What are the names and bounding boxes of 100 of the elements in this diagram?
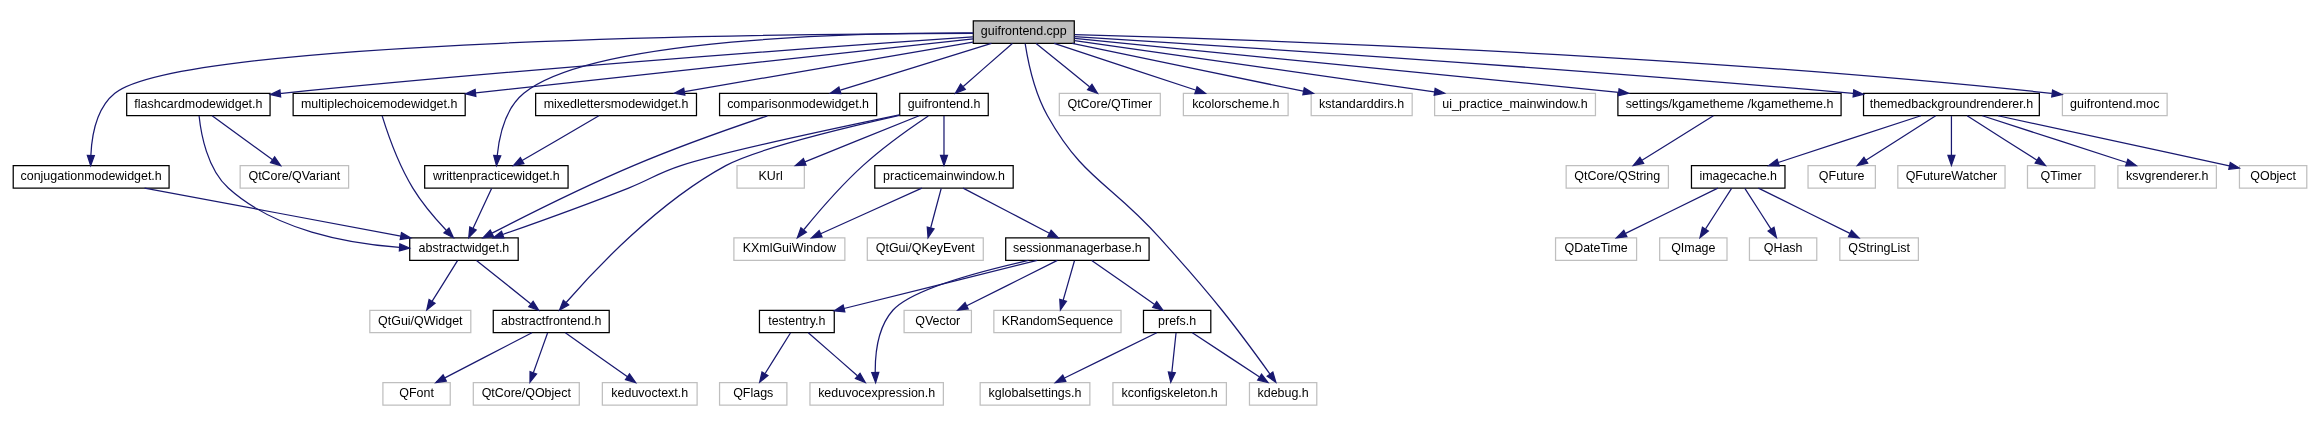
arrow [143,186,413,240]
arrow [475,259,541,311]
arrow [1757,186,1861,239]
arrow [529,331,549,384]
arrow [1997,114,2242,170]
arrow [467,187,493,239]
arrow [511,114,600,167]
arrow [481,114,769,239]
arrow [939,114,949,167]
arrow [1631,114,1715,167]
node-box: kglobalsettings.h [979,381,1091,406]
node-box: QtCore/QString [1565,164,1670,189]
arrow [1698,187,1733,239]
node-box: abstractwidget.h [409,236,519,261]
node-box: ksvgrenderer.h [2117,164,2217,189]
arrow [1053,331,1158,383]
node-box: QFont [382,381,451,406]
node-box: QtGui/QWidget [369,309,472,333]
node-box: abstractfrontend.h [492,309,610,333]
node-box: QtCore/QVariant [239,164,350,189]
arrow [491,113,900,238]
arrow [1074,33,2064,98]
arrow [672,41,974,96]
node-box: guifrontend.moc [2061,92,2168,116]
arrow [381,114,455,239]
arrow [1059,259,1076,312]
arrow [1073,35,1866,98]
node-box: mixedlettersmodewidget.h [535,92,698,116]
arrow [828,42,993,94]
arrow [1191,331,1270,384]
node-box: QTimer [2026,164,2096,189]
node-box: kstandarddirs.h [1310,92,1413,116]
node-box: QStringList [1839,236,1919,261]
arrow [558,114,901,312]
node-box: prefs.h [1142,309,1212,333]
arrow [870,259,1029,384]
arrow [492,31,974,167]
arrow [832,259,1038,313]
arrow [86,32,974,167]
node-box: comparisonmodewidget.h [718,92,878,116]
arrow [1744,187,1778,239]
arrow [807,331,867,384]
node-box: QtCore/QObject [472,381,580,406]
arrow [1966,114,2048,167]
arrow [1035,42,1099,94]
node-box: guifrontend.h [899,92,989,116]
arrow [434,331,533,383]
arrow [953,42,1013,95]
node-box: writtenpracticewidget.h [424,164,569,189]
node-box: KUrl [736,164,805,189]
node-box: QFutureWatcher [1897,164,2006,189]
node-box: imagecache.h [1690,164,1786,189]
node-box: guifrontend.cpp [972,19,1075,44]
arrow [1766,114,1922,166]
node-box: kconfigskeleton.h [1112,381,1227,406]
node-box: keduvocexpression.h [809,381,944,406]
node-box: KRandomSequence [993,309,1122,333]
arrow [1981,114,2139,166]
arrow [211,114,283,167]
node-box: QHash [1748,236,1818,261]
node-box: QtGui/QKeyEvent [866,236,984,261]
node-box: QFlags [718,381,788,406]
node-box: practicemainwindow.h [874,164,1014,189]
arrow [926,187,942,239]
arrow [1947,114,1956,167]
node-box: QtCore/QTimer [1058,92,1161,116]
node-box: QObject [2238,164,2308,189]
node-box: conjugationmodewidget.h [12,164,170,189]
arrow [962,186,1060,239]
arrow [1073,39,1447,96]
node-box: kcolorscheme.h [1182,92,1289,116]
arrow [796,114,929,239]
node-box: QImage [1659,236,1728,261]
node-box: keduvoctext.h [601,381,698,406]
arrow [1024,42,1277,384]
node-box: QDateTime [1554,236,1638,261]
node-box: settings/kgametheme /kgametheme.h [1617,92,1842,116]
arrow [758,331,792,384]
arrow [1614,186,1719,239]
node-box: flashcardmodewidget.h [126,92,271,116]
arrow [956,259,1058,311]
arrow [1073,37,1631,97]
arrow [1071,42,1316,95]
arrow [198,114,412,252]
node-box: QFuture [1807,164,1876,189]
arrow [425,259,459,311]
arrow [268,35,974,98]
arrow [564,331,638,384]
arrow [793,114,920,166]
node-box: QVector [903,309,973,333]
arrow [1053,42,1208,94]
node-box: testentry.h [758,309,835,333]
arrow [463,37,974,97]
node-box: themedbackgroundrenderer.h [1862,92,2040,116]
arrow [1167,331,1177,384]
arrow [1855,114,1937,167]
arrow [1091,259,1165,311]
node-box: kdebug.h [1248,381,1318,406]
node-box: multiplechoicemodewidget.h [292,92,466,116]
node-box: ui_practice_mainwindow.h [1434,92,1597,116]
